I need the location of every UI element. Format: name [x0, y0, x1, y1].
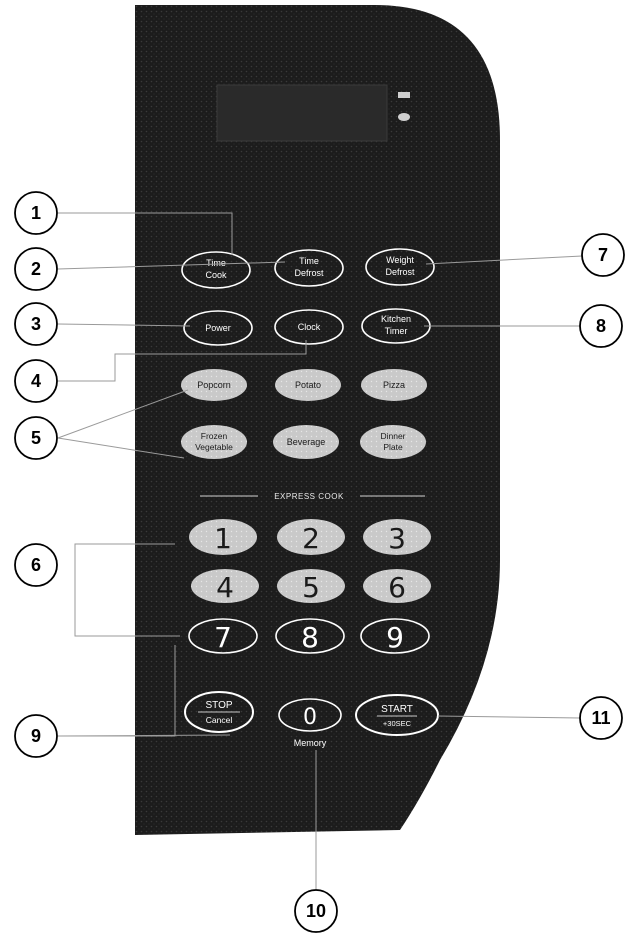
number-key-1[interactable]: 1 — [189, 519, 257, 555]
time-cook-label-2: Cook — [205, 270, 227, 280]
callout-5-label: 5 — [31, 428, 41, 448]
stop-label: STOP — [205, 700, 232, 711]
callout-3: 3 — [15, 303, 57, 345]
power-label: Power — [205, 323, 231, 333]
callout-4: 4 — [15, 360, 57, 402]
number-key-4-label: 4 — [216, 571, 234, 604]
pizza-button[interactable]: Pizza — [361, 369, 427, 401]
callout-3-label: 3 — [31, 314, 41, 334]
express-cook-label: EXPRESS COOK — [274, 492, 344, 501]
dinner-plate-label-1: Dinner — [380, 431, 405, 441]
callout-6: 6 — [15, 544, 57, 586]
display-indicator-bottom — [398, 113, 410, 121]
cancel-label: Cancel — [206, 715, 233, 725]
popcorn-label: Popcorn — [197, 380, 231, 390]
callout-8-label: 8 — [596, 316, 606, 336]
callout-1: 1 — [15, 192, 57, 234]
frozen-vegetable-button[interactable]: Frozen Vegetable — [181, 425, 247, 459]
callout-5: 5 — [15, 417, 57, 459]
dinner-plate-label-2: Plate — [383, 442, 403, 452]
callout-1-label: 1 — [31, 203, 41, 223]
beverage-button[interactable]: Beverage — [273, 425, 339, 459]
number-key-7-label: 7 — [214, 621, 232, 654]
time-defrost-label-2: Defrost — [294, 268, 324, 278]
callout-10-label: 10 — [306, 901, 326, 921]
callout-6-label: 6 — [31, 555, 41, 575]
number-key-9-label: 9 — [386, 621, 404, 654]
potato-label: Potato — [295, 380, 321, 390]
callout-11-label: 11 — [591, 708, 610, 728]
frozen-vegetable-label-2: Vegetable — [195, 442, 233, 452]
frozen-vegetable-label-1: Frozen — [201, 431, 228, 441]
weight-defrost-label-2: Defrost — [385, 267, 415, 277]
callout-7-label: 7 — [598, 245, 608, 265]
weight-defrost-label-1: Weight — [386, 255, 414, 265]
kitchen-timer-label-1: Kitchen — [381, 314, 411, 324]
callout-2: 2 — [15, 248, 57, 290]
popcorn-button[interactable]: Popcorn — [181, 369, 247, 401]
potato-button[interactable]: Potato — [275, 369, 341, 401]
number-key-5-label: 5 — [302, 571, 320, 604]
number-key-3[interactable]: 3 — [363, 519, 431, 555]
display-window — [217, 85, 387, 141]
dinner-plate-button[interactable]: Dinner Plate — [360, 425, 426, 459]
callout-8: 8 — [580, 305, 622, 347]
time-cook-label-1: Time — [206, 258, 226, 268]
time-defrost-label-1: Time — [299, 256, 319, 266]
clock-label: Clock — [298, 322, 321, 332]
start-label: START — [381, 704, 413, 715]
pizza-label: Pizza — [383, 380, 405, 390]
callout-10: 10 — [295, 890, 337, 932]
callout-4-label: 4 — [31, 371, 41, 391]
number-key-8-label: 8 — [301, 621, 319, 654]
number-key-6-label: 6 — [388, 571, 406, 604]
display-indicator-top — [398, 92, 410, 98]
start-sub-label: +30SEC — [383, 719, 412, 728]
callout-11: 11 — [580, 697, 622, 739]
number-key-1-label: 1 — [214, 522, 232, 555]
callout-7: 7 — [582, 234, 624, 276]
number-key-3-label: 3 — [388, 522, 406, 555]
beverage-label: Beverage — [287, 437, 326, 447]
kitchen-timer-label-2: Timer — [385, 326, 408, 336]
number-key-2-label: 2 — [302, 522, 320, 555]
callout-9: 9 — [15, 715, 57, 757]
callout-9-label: 9 — [31, 726, 41, 746]
callout-2-label: 2 — [31, 259, 41, 279]
number-key-0-label: 0 — [303, 705, 317, 730]
memory-label: Memory — [294, 738, 327, 748]
number-key-2[interactable]: 2 — [277, 519, 345, 555]
